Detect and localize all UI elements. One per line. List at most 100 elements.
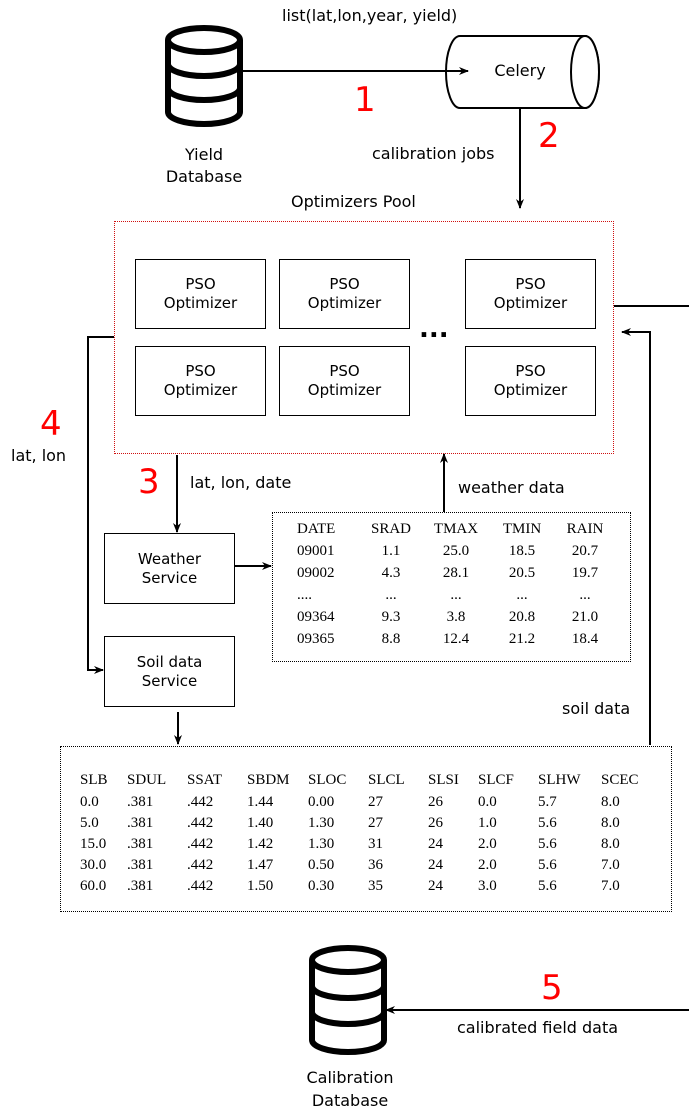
- soil-table-cell: 26: [428, 815, 443, 831]
- soil-table-cell: 1.50: [247, 878, 274, 894]
- soil-table-cell: 5.6: [538, 878, 557, 894]
- soil-table-cell: 1.30: [308, 836, 335, 852]
- soil-table-cell: 27: [368, 794, 383, 810]
- soil-table-cell: 0.0: [478, 794, 497, 810]
- calibration-database-label-line1: Calibration: [306, 1068, 394, 1087]
- arrow-soil-data-to-pool: [621, 328, 651, 745]
- weather-table-cell: 4.3: [381, 565, 401, 581]
- soil-table-cell: 0.50: [308, 857, 335, 873]
- pso-optimizer-4-line2: Optimizer: [163, 381, 238, 399]
- soil-table-header-slhw: SLHW: [538, 772, 581, 788]
- pso-optimizer-3-line2: Optimizer: [493, 294, 568, 312]
- soil-table-cell: 5.7: [538, 794, 557, 810]
- weather-service-line1: Weather: [137, 549, 202, 568]
- soil-table-header-slsi: SLSI: [428, 772, 459, 788]
- soil-table-cell: 31: [368, 836, 383, 852]
- soil-table-header-sbdm: SBDM: [247, 772, 290, 788]
- weather-table-row: 09364 9.3 3.8 20.8 21.0: [297, 606, 615, 628]
- weather-table-cell: 20.7: [571, 543, 599, 559]
- soil-table-cell: 8.0: [601, 794, 620, 810]
- soil-table-cell: 1.40: [247, 815, 274, 831]
- weather-table-cell: 28.1: [442, 565, 470, 581]
- soil-table-cell: 5.6: [538, 815, 557, 831]
- soil-table-cell: 15.0: [80, 836, 107, 852]
- weather-table-cell: ...: [579, 587, 591, 603]
- edge-label-lat-lon-date: lat, lon, date: [190, 473, 292, 492]
- weather-table-cell: ...: [516, 587, 528, 603]
- weather-table-row: ................: [297, 584, 615, 606]
- yield-database-icon: [165, 25, 243, 127]
- soil-table-cell: 1.44: [247, 794, 274, 810]
- step-number-1: 1: [354, 80, 376, 120]
- weather-table-cell: ....: [297, 587, 312, 603]
- weather-table-cell: 20.8: [508, 609, 536, 625]
- weather-table-header-tmin: TMIN: [502, 521, 542, 537]
- weather-table-cell: ...: [450, 587, 462, 603]
- soil-table-cell: 26: [428, 794, 443, 810]
- pso-optimizer-5-line1: PSO: [329, 362, 360, 380]
- pso-optimizer-6-line1: PSO: [515, 362, 546, 380]
- soil-table-cell: 30.0: [80, 857, 107, 873]
- pso-optimizer-1-line1: PSO: [185, 275, 216, 293]
- soil-table-cell: .381: [127, 878, 154, 894]
- optimizers-pool-title: Optimizers Pool: [291, 192, 416, 211]
- soil-table-cell: .381: [127, 794, 154, 810]
- weather-table-cell: 8.8: [381, 631, 401, 647]
- pso-optimizer-3-line1: PSO: [515, 275, 546, 293]
- edge-label-calibration-jobs: calibration jobs: [372, 144, 495, 163]
- weather-table-cell: 21.2: [508, 631, 536, 647]
- edge-label-soil-data: soil data: [562, 699, 631, 718]
- weather-table-cell: 25.0: [442, 543, 470, 559]
- edge-label-calibrated-field-data: calibrated field data: [457, 1018, 619, 1037]
- soil-table-header-slb: SLB: [80, 772, 108, 788]
- weather-table-cell: 21.0: [571, 609, 599, 625]
- pso-optimizer-6-line2: Optimizer: [493, 381, 568, 399]
- soil-table-cell: 27: [368, 815, 383, 831]
- soil-table-cell: 1.30: [308, 815, 335, 831]
- arrow-pool-to-soil: [87, 336, 114, 674]
- soil-table-cell: 0.0: [80, 794, 99, 810]
- soil-table-cell: 0.00: [308, 794, 335, 810]
- step-number-3: 3: [138, 462, 160, 502]
- soil-table-header-sdul: SDUL: [127, 772, 167, 788]
- soil-table-header-ssat: SSAT: [187, 772, 223, 788]
- weather-table-cell: 12.4: [442, 631, 470, 647]
- weather-table-cell: 9.3: [381, 609, 401, 625]
- soil-table-cell: .442: [187, 836, 214, 852]
- soil-table-cell: 8.0: [601, 815, 620, 831]
- pso-optimizer-1-line2: Optimizer: [163, 294, 238, 312]
- soil-table-cell: .381: [127, 815, 154, 831]
- soil-data-service-line1: Soil data: [136, 652, 203, 671]
- pso-optimizer-5-line2: Optimizer: [307, 381, 382, 399]
- soil-table-cell: .442: [187, 878, 214, 894]
- weather-table-cell: 1.1: [381, 543, 401, 559]
- step-number-5: 5: [541, 968, 563, 1008]
- soil-table-cell: .442: [187, 815, 214, 831]
- calibration-database-icon: [309, 945, 387, 1055]
- weather-table-header-tmax: TMAX: [433, 521, 479, 537]
- yield-database-label-line1: Yield: [184, 145, 224, 164]
- soil-table-cell: 8.0: [601, 836, 620, 852]
- weather-table-cell: ...: [385, 587, 397, 603]
- weather-table-header-date: DATE: [297, 521, 336, 537]
- weather-table-cell: 3.8: [446, 609, 466, 625]
- soil-table-cell: 35: [368, 878, 383, 894]
- soil-table-cell: .442: [187, 857, 214, 873]
- edge-label-weather-data: weather data: [458, 478, 565, 497]
- soil-table-header-slcf: SLCF: [478, 772, 514, 788]
- soil-table-cell: 7.0: [601, 878, 620, 894]
- celery-queue-icon: [445, 35, 600, 109]
- soil-table-cell: 2.0: [478, 857, 497, 873]
- weather-table-cell: 09364: [297, 609, 335, 625]
